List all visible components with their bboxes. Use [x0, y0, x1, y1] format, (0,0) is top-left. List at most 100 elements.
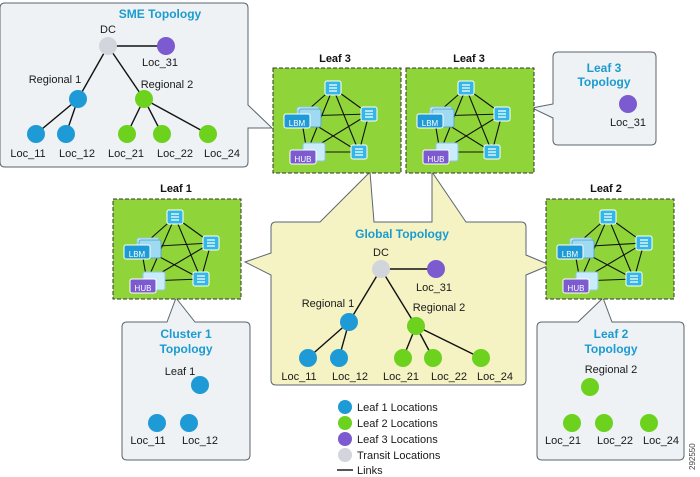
cluster1-loc12-label: Loc_12: [182, 435, 218, 447]
global-loc24-label: Loc_24: [477, 371, 513, 383]
sme-loc22-label: Loc_22: [157, 148, 193, 160]
leaf2-title: Leaf 2: [590, 183, 622, 195]
sme-loc31-label: Loc_31: [142, 57, 178, 69]
global-regional2-node: [407, 317, 425, 335]
leaf1-router-icon: [192, 271, 210, 287]
cluster1-title-line1: Cluster 1: [160, 327, 212, 341]
sme-loc31-node: [157, 37, 175, 55]
leaf3-topology-title-line1: Leaf 3: [587, 61, 622, 75]
sme-regional2-label: Regional 2: [141, 79, 194, 91]
global-loc12-node: [330, 349, 348, 367]
global-loc22-node: [424, 349, 442, 367]
cluster1-leaf1-node: [191, 376, 209, 394]
sme-loc21-node: [118, 125, 136, 143]
sme-regional1-node: [69, 90, 87, 108]
leaf3-topology-loc31-label: Loc_31: [610, 117, 646, 129]
leaf3b-router-icon: [493, 106, 511, 122]
leaf1-hub-label: HUB: [135, 284, 152, 293]
global-regional1-node: [340, 313, 358, 331]
global-regional1-label: Regional 1: [302, 298, 355, 310]
sme-loc24-label: Loc_24: [204, 148, 240, 160]
global-loc31-label: Loc_31: [416, 282, 452, 294]
leaf2-topology-loc21-label: Loc_21: [545, 435, 581, 447]
leaf2-topology-loc22-node: [595, 414, 613, 432]
leaf2-router-icon: [599, 209, 617, 225]
legend-leaf1-swatch: [338, 400, 352, 414]
global-loc24-node: [472, 349, 490, 367]
sme-loc11-label: Loc_11: [10, 148, 45, 160]
leaf1-router-icon: [202, 235, 220, 251]
leaf1-title: Leaf 1: [160, 183, 192, 195]
legend-leaf1-label: Leaf 1 Locations: [357, 402, 438, 414]
sme-dc-label: DC: [100, 24, 116, 36]
leaf3a-router-icon: [324, 80, 342, 96]
leaf3a-title: Leaf 3: [319, 53, 351, 65]
legend-transit-label: Transit Locations: [357, 450, 441, 462]
leaf3b-title: Leaf 3: [453, 53, 485, 65]
cluster1-loc11-label: Loc_11: [130, 435, 165, 447]
leaf2-topology-panel: Leaf 2 Topology Regional 2 Loc_21 Loc_22…: [536, 297, 685, 461]
cluster1-loc12-node: [180, 414, 198, 432]
sme-regional1-label: Regional 1: [29, 74, 82, 86]
legend-leaf3-swatch: [338, 432, 352, 446]
leaf3b-router-icon: [483, 144, 501, 160]
cluster1-leaf-label: Leaf 1: [165, 366, 196, 378]
leaf2-topology-loc24-node: [640, 414, 658, 432]
figure-id: 292550: [688, 443, 697, 470]
leaf3b-hub-label: HUB: [428, 155, 445, 164]
leaf3-topology-title-line2: Topology: [577, 75, 630, 89]
global-dc-node: [372, 260, 390, 278]
cluster1-loc11-node: [148, 414, 166, 432]
global-loc22-label: Loc_22: [431, 371, 467, 383]
global-loc21-node: [394, 349, 412, 367]
sme-regional2-node: [135, 90, 153, 108]
global-loc12-label: Loc_12: [332, 371, 368, 383]
leaf3-topology-panel: Leaf 3 Topology Loc_31: [530, 51, 657, 146]
leaf3a-router-icon: [360, 106, 378, 122]
leaf3a-router-icon: [350, 144, 368, 160]
sme-topology-panel: SME Topology DC Loc_31 Regional 1 Region…: [0, 2, 274, 168]
global-topology-panel: Global Topology DC Loc_31 Regional 1 Reg…: [243, 170, 552, 386]
leaf3a-lbm-label: LBM: [289, 119, 306, 128]
sme-dc-node: [99, 37, 117, 55]
global-loc11-node: [299, 349, 317, 367]
leaf1-router-icon: [166, 209, 184, 225]
leaf3b-lbm-label: LBM: [422, 119, 439, 128]
global-dc-label: DC: [373, 247, 389, 259]
sme-loc21-label: Loc_21: [108, 148, 144, 160]
cluster1-title-line2: Topology: [159, 342, 212, 356]
leaf3a-hub-label: HUB: [295, 155, 312, 164]
legend-transit-swatch: [338, 448, 352, 462]
leaf3b-router-icon: [457, 80, 475, 96]
global-regional2-label: Regional 2: [413, 302, 466, 314]
sme-loc11-node: [27, 125, 45, 143]
sme-loc12-node: [57, 125, 75, 143]
leaf2-topology-loc24-label: Loc_24: [643, 435, 679, 447]
leaf2-router-icon: [635, 235, 653, 251]
global-title: Global Topology: [355, 227, 449, 241]
global-loc11-label: Loc_11: [281, 371, 316, 383]
leaf2-hub-label: HUB: [568, 284, 585, 293]
leaf2-topology-regional2-label: Regional 2: [585, 364, 638, 376]
leaf2-cluster: LBM HUB: [545, 198, 675, 300]
sme-loc22-node: [153, 125, 171, 143]
legend-leaf2-label: Leaf 2 Locations: [357, 418, 438, 430]
leaf3-topology-loc31-node: [619, 95, 637, 113]
leaf3a-cluster: LBM HUB: [272, 67, 402, 174]
leaf2-topology-title-line1: Leaf 2: [594, 327, 629, 341]
leaf3b-cluster: LBM HUB: [405, 67, 535, 174]
leaf2-router-icon: [625, 271, 643, 287]
leaf2-topology-regional2-node: [581, 378, 599, 396]
leaf2-topology-title-line2: Topology: [584, 342, 637, 356]
legend-leaf2-swatch: [338, 416, 352, 430]
sme-loc24-node: [199, 125, 217, 143]
global-loc21-label: Loc_21: [383, 371, 419, 383]
leaf2-topology-loc21-node: [563, 414, 581, 432]
leaf1-cluster: LBM HUB: [112, 198, 242, 300]
leaf2-topology-loc22-label: Loc_22: [597, 435, 633, 447]
leaf2-lbm-label: LBM: [562, 250, 579, 259]
global-loc31-node: [427, 260, 445, 278]
legend: Leaf 1 Locations Leaf 2 Locations Leaf 3…: [337, 400, 441, 477]
legend-links-label: Links: [357, 465, 383, 477]
